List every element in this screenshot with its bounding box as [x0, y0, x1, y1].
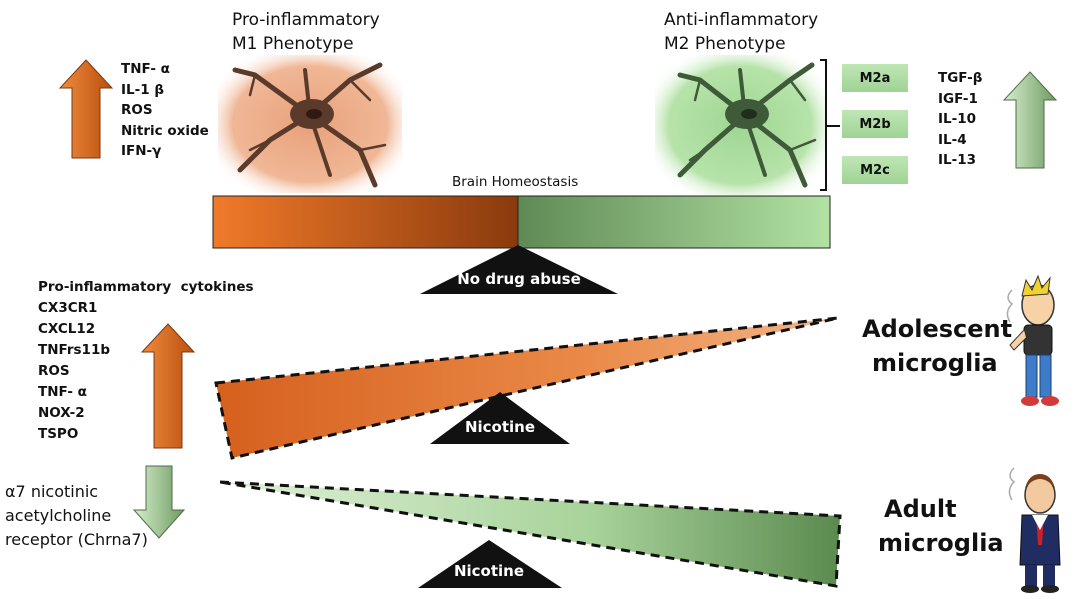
up-arrow-m2-icon	[1002, 71, 1058, 169]
fulcrum-nicotine-adolescent	[430, 392, 570, 444]
down-arrow-adult-icon	[132, 465, 186, 539]
adult-figure-icon	[1008, 467, 1061, 593]
list-item: IGF-1	[938, 90, 978, 107]
adolescent-label-line2: microglia	[872, 349, 998, 377]
list-item: IFN-γ	[121, 143, 162, 159]
m2-microglia-image	[655, 55, 825, 195]
m1-title: Pro-inflammatory M1 Phenotype	[232, 8, 380, 56]
m2-title-line1: Anti-inflammatory	[664, 10, 819, 30]
list-item: TNFrs11b	[38, 342, 111, 358]
m2-title-line2: M2 Phenotype	[664, 34, 786, 54]
fulcrum-no-drug-label: No drug abuse	[457, 270, 581, 288]
list-item: ROS	[38, 363, 70, 379]
list-item: acetylcholine	[5, 506, 112, 525]
up-arrow-adolescent-icon	[140, 323, 196, 449]
adolescent-figure-icon	[1006, 274, 1059, 406]
adolescent-label-line1: Adolescent	[862, 315, 1013, 343]
adult-downregulated-list: α7 nicotinic acetylcholine receptor (Chr…	[5, 480, 148, 552]
list-item: α7 nicotinic	[5, 482, 99, 501]
m2a-box: M2a	[842, 64, 908, 92]
adult-label-line2: microglia	[878, 529, 1004, 557]
adult-label-line1: Adult	[884, 495, 957, 523]
m2b-box: M2b	[842, 110, 908, 138]
fulcrum-nicotine-adult-label: Nicotine	[453, 562, 525, 580]
list-item: TSPO	[38, 426, 79, 442]
list-item: IL-10	[938, 111, 977, 127]
list-item: TNF- α	[38, 384, 87, 400]
m1-microglia-image	[218, 55, 402, 193]
m2-bracket	[820, 59, 840, 191]
homeostasis-bar	[212, 195, 831, 249]
list-item: CXCL12	[38, 321, 96, 337]
fulcrum-nicotine-adult	[418, 540, 562, 588]
m1-factor-list: TNF- α IL-1 β ROS Nitric oxide IFN-γ	[121, 59, 209, 162]
list-item: ROS	[121, 102, 153, 118]
list-item: TGF-β	[938, 70, 983, 86]
adolescent-wedge	[214, 316, 839, 460]
list-item: receptor (Chrna7)	[5, 530, 148, 549]
up-arrow-m1-icon	[58, 59, 114, 159]
m1-title-line1: Pro-inflammatory	[232, 10, 380, 30]
list-item: IL-4	[938, 131, 967, 148]
list-item: IL-1 β	[121, 81, 164, 98]
list-item: Pro-inflammatory cytokines	[38, 279, 254, 295]
list-item: TNF- α	[121, 61, 170, 77]
fulcrum-nicotine-adolescent-label: Nicotine	[464, 418, 536, 436]
adolescent-label: Adolescent microglia	[862, 312, 1012, 380]
m2-factor-list: TGF-β IGF-1 IL-10 IL-4 IL-13	[938, 68, 982, 171]
fulcrum-no-drug	[420, 245, 618, 294]
list-item: NOX-2	[38, 405, 85, 421]
adolescent-upregulated-list: Pro-inflammatory cytokines CX3CR1 CXCL12…	[38, 277, 254, 445]
adult-label: Adult microglia	[878, 492, 1004, 560]
adult-wedge	[219, 480, 842, 588]
m2c-box: M2c	[842, 156, 908, 184]
m2-title: Anti-inflammatory M2 Phenotype	[664, 8, 818, 56]
list-item: IL-13	[938, 152, 977, 168]
m1-title-line2: M1 Phenotype	[232, 34, 354, 54]
list-item: Nitric oxide	[121, 122, 209, 139]
homeostasis-label: Brain Homeostasis	[452, 174, 579, 190]
list-item: CX3CR1	[38, 300, 98, 316]
